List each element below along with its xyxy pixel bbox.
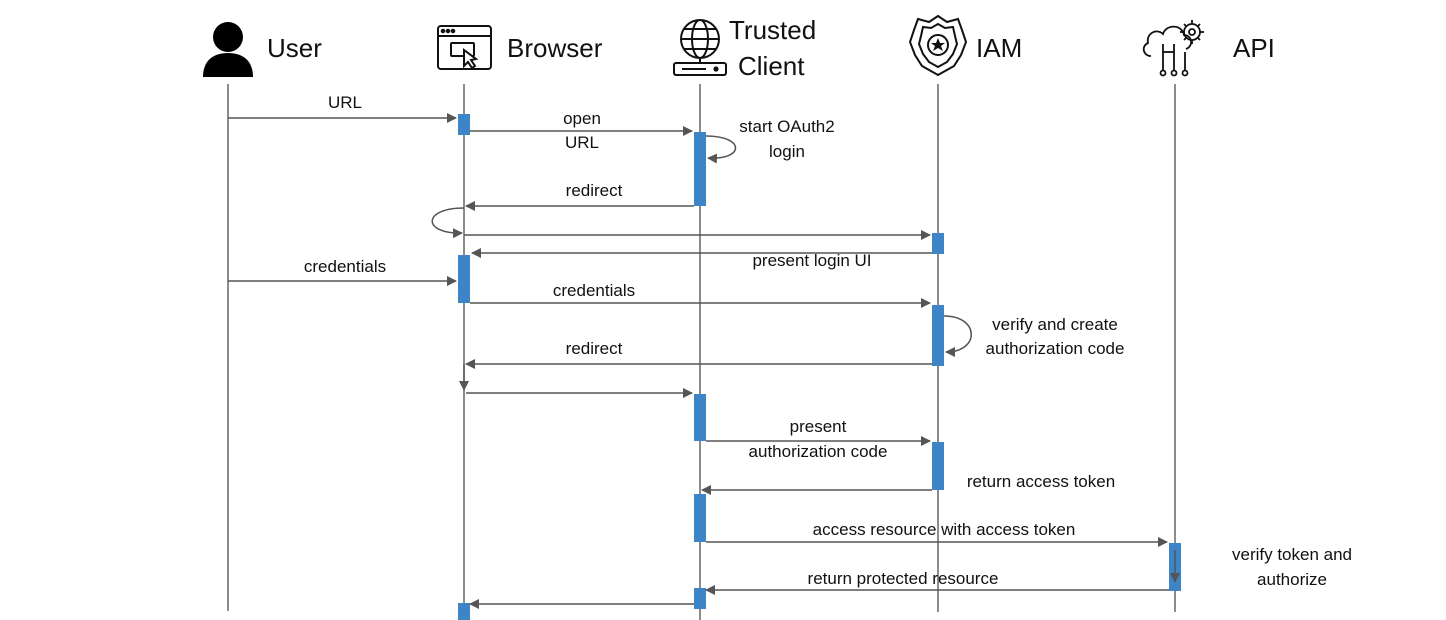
actor-api-label: API — [1233, 33, 1275, 63]
message-label-present: present — [790, 417, 847, 436]
message-label-access-resource: access resource with access token — [813, 520, 1076, 539]
person-icon — [203, 22, 253, 77]
message-label-verify-token-and: verify token and — [1232, 545, 1352, 564]
police-badge-icon — [908, 14, 968, 77]
message-label-redirect-1: redirect — [566, 181, 623, 200]
activation-browser-1 — [458, 114, 470, 135]
browser-window-icon — [437, 25, 492, 70]
message-label-open-url: URL — [565, 133, 599, 152]
message-label-redirect-2: redirect — [566, 339, 623, 358]
message-label-credentials-user: credentials — [304, 257, 386, 276]
actor-browser-label: Browser — [507, 33, 603, 63]
activation-iam-3 — [932, 442, 944, 490]
activation-browser-3 — [458, 603, 470, 620]
message-label-start-oauth2: start OAuth2 — [739, 117, 834, 136]
message-label-verify-and-create: verify and create — [992, 315, 1118, 334]
actor-client-label-line1: Trusted — [729, 15, 816, 45]
self-arrow-browser-follow — [431, 207, 465, 239]
activation-iam-2 — [932, 305, 944, 366]
message-label-authorize: authorize — [1257, 570, 1327, 589]
globe-server-icon — [673, 19, 727, 76]
message-label-return-access-token: return access token — [967, 472, 1115, 491]
message-label-open: open — [563, 109, 601, 128]
message-label-return-protected-resource: return protected resource — [808, 569, 999, 588]
message-label-url: URL — [328, 93, 362, 112]
activation-client-2 — [694, 394, 706, 441]
message-label-present-login-ui: present login UI — [752, 251, 871, 270]
message-label-authorization-code-1: authorization code — [986, 339, 1125, 358]
activation-browser-2 — [458, 255, 470, 303]
actor-user-label: User — [267, 33, 322, 63]
activation-client-1 — [694, 132, 706, 206]
self-arrow-verify-create-code — [943, 315, 972, 357]
message-label-authorization-code-2: authorization code — [749, 442, 888, 461]
activation-iam-1 — [932, 233, 944, 254]
message-label-login: login — [769, 142, 805, 161]
message-label-credentials-browser: credentials — [553, 281, 635, 300]
activation-client-4 — [694, 588, 706, 609]
actor-iam-label: IAM — [976, 33, 1022, 63]
self-arrow-start-oauth2 — [705, 135, 737, 164]
actor-client-label-line2: Client — [738, 51, 805, 81]
activation-client-3 — [694, 494, 706, 542]
cloud-gear-icon — [1142, 20, 1204, 77]
